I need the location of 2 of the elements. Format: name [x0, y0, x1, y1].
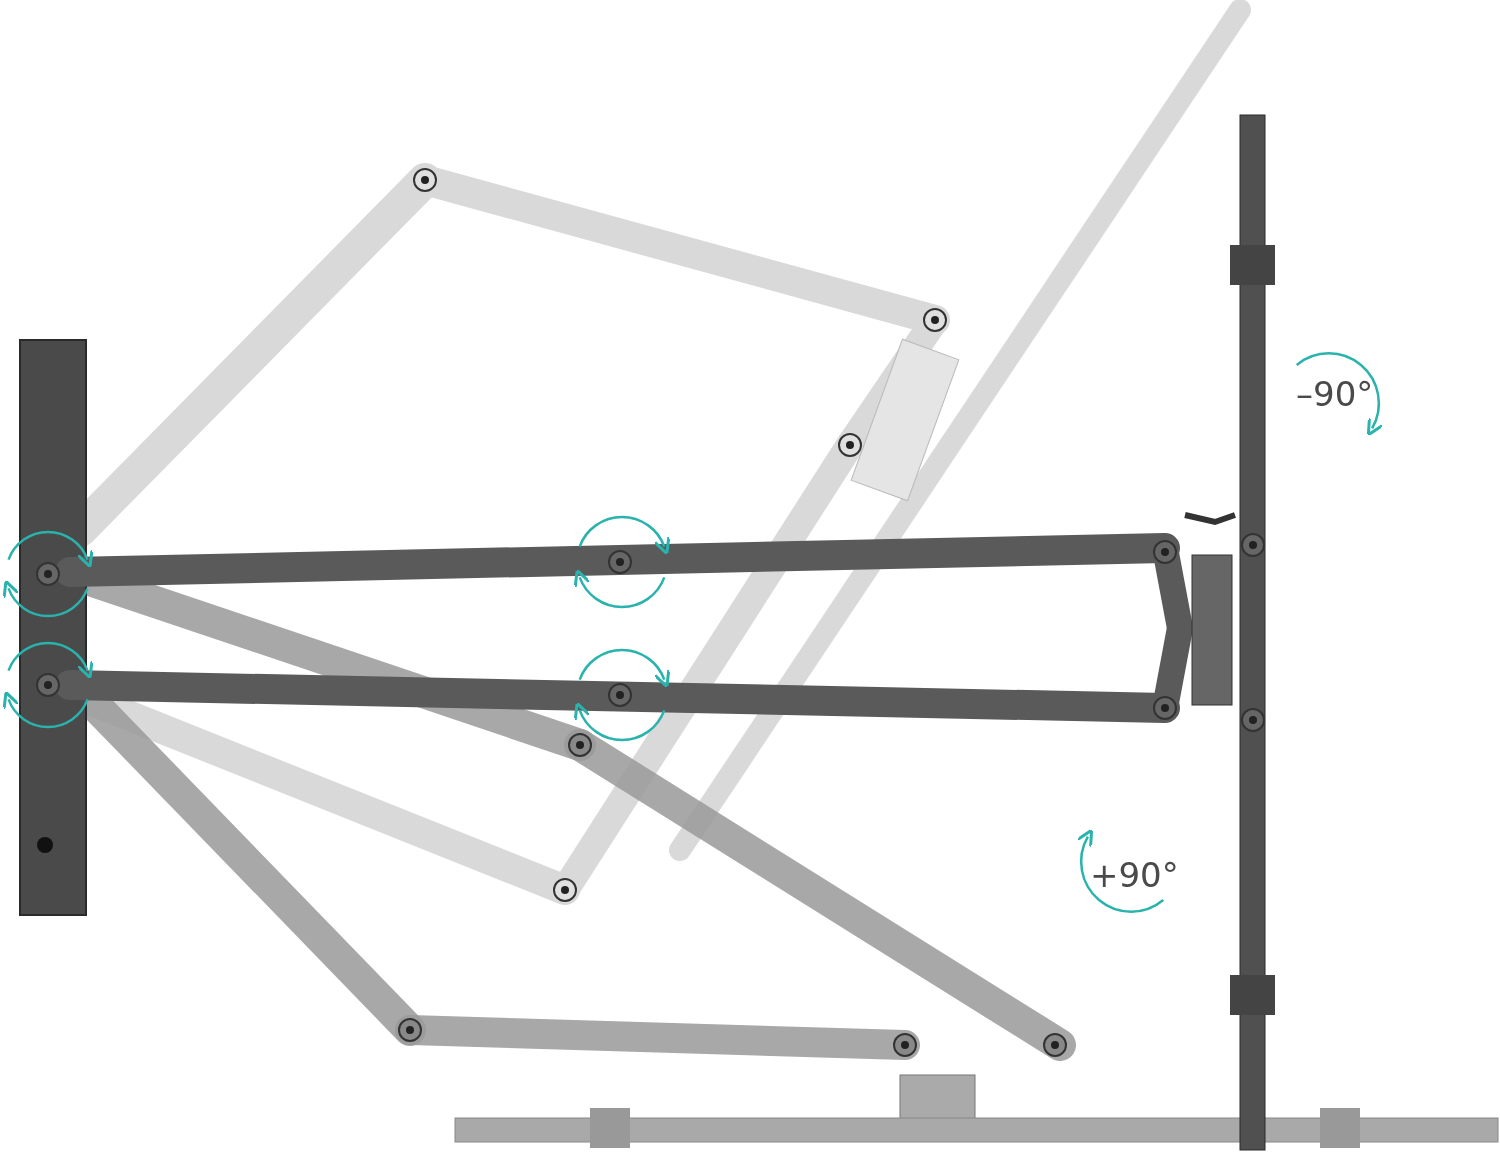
- angle-label: –90°: [1296, 377, 1374, 411]
- angle-label: +90°: [1090, 858, 1179, 892]
